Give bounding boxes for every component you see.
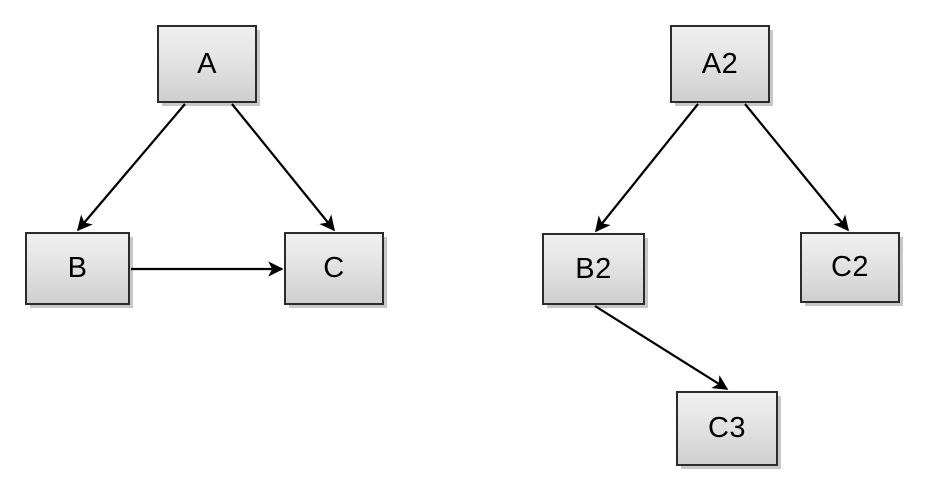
node-label: C (323, 252, 345, 284)
edges-group (77, 103, 849, 390)
node-b2[interactable]: B2 (542, 233, 645, 305)
node-c2[interactable]: C2 (800, 232, 900, 303)
node-label: C2 (830, 251, 870, 283)
edge-a-c[interactable] (231, 103, 335, 232)
node-a[interactable]: A (157, 25, 257, 103)
node-c3[interactable]: C3 (676, 391, 778, 466)
edge-b2-c3[interactable] (594, 305, 729, 390)
node-label: B (67, 252, 88, 284)
node-label: B2 (575, 252, 612, 285)
node-label: A2 (701, 47, 739, 80)
edge-a2-c2[interactable] (744, 103, 849, 232)
edge-a-b[interactable] (77, 103, 186, 232)
node-b[interactable]: B (25, 232, 130, 305)
node-label: A (197, 47, 217, 80)
edge-a2-b2[interactable] (595, 103, 699, 233)
node-c[interactable]: C (284, 232, 384, 305)
node-a2[interactable]: A2 (670, 25, 770, 103)
node-label: C3 (707, 412, 747, 444)
